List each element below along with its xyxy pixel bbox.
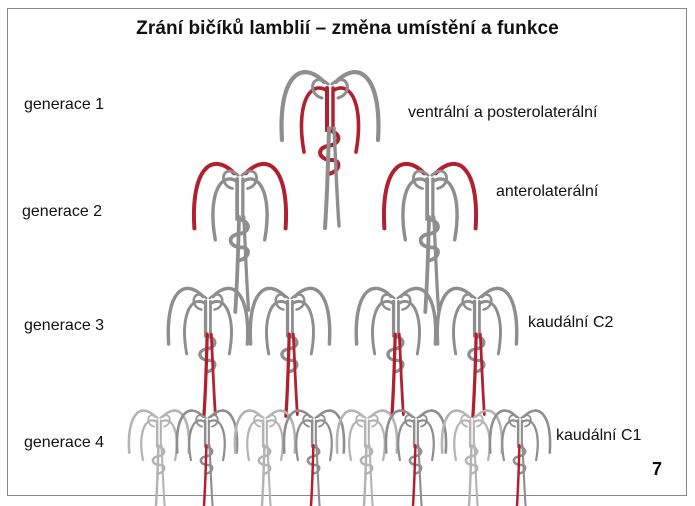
caudal-flagellum-left [262,445,264,506]
caudal-flagellum-left [235,217,239,312]
generation-4-label: generace 4 [24,434,104,452]
giardia-organism-5 [250,288,329,416]
caudal-flagellum-left [204,334,207,416]
caudal-flagellum-left [392,334,395,416]
caudal-flagellum-left [517,445,519,506]
caudal-flagellum-left [364,445,366,506]
caudal-flagellum-left [156,445,158,506]
caudal-flagellum-left [413,445,415,506]
generation-1-label: generace 1 [24,96,104,114]
generation-3-label: generace 3 [24,317,104,335]
caudal-flagellum-left [311,445,313,506]
page-number: 7 [652,459,662,480]
flagella-label-caudal-c1: kaudální C1 [556,427,641,445]
flagella-label-anterolateral: anterolaterální [496,183,598,201]
slide-title: Zrání bičíků lamblií – změna umístění a … [0,18,695,40]
giardia-organism-1 [282,72,379,228]
caudal-flagellum-left [469,445,471,506]
caudal-flagellum-left [204,445,206,506]
flagella-label-caudal-c2: kaudální C2 [528,314,613,332]
giardia-organism-7 [437,288,516,416]
caudal-flagellum-left [325,128,329,228]
caudal-flagellum-left [473,334,476,416]
generation-2-label: generace 2 [22,203,102,221]
flagella-label-ventral-posterolateral: ventrální a posterolaterální [408,104,597,122]
caudal-flagellum-left [286,334,289,416]
